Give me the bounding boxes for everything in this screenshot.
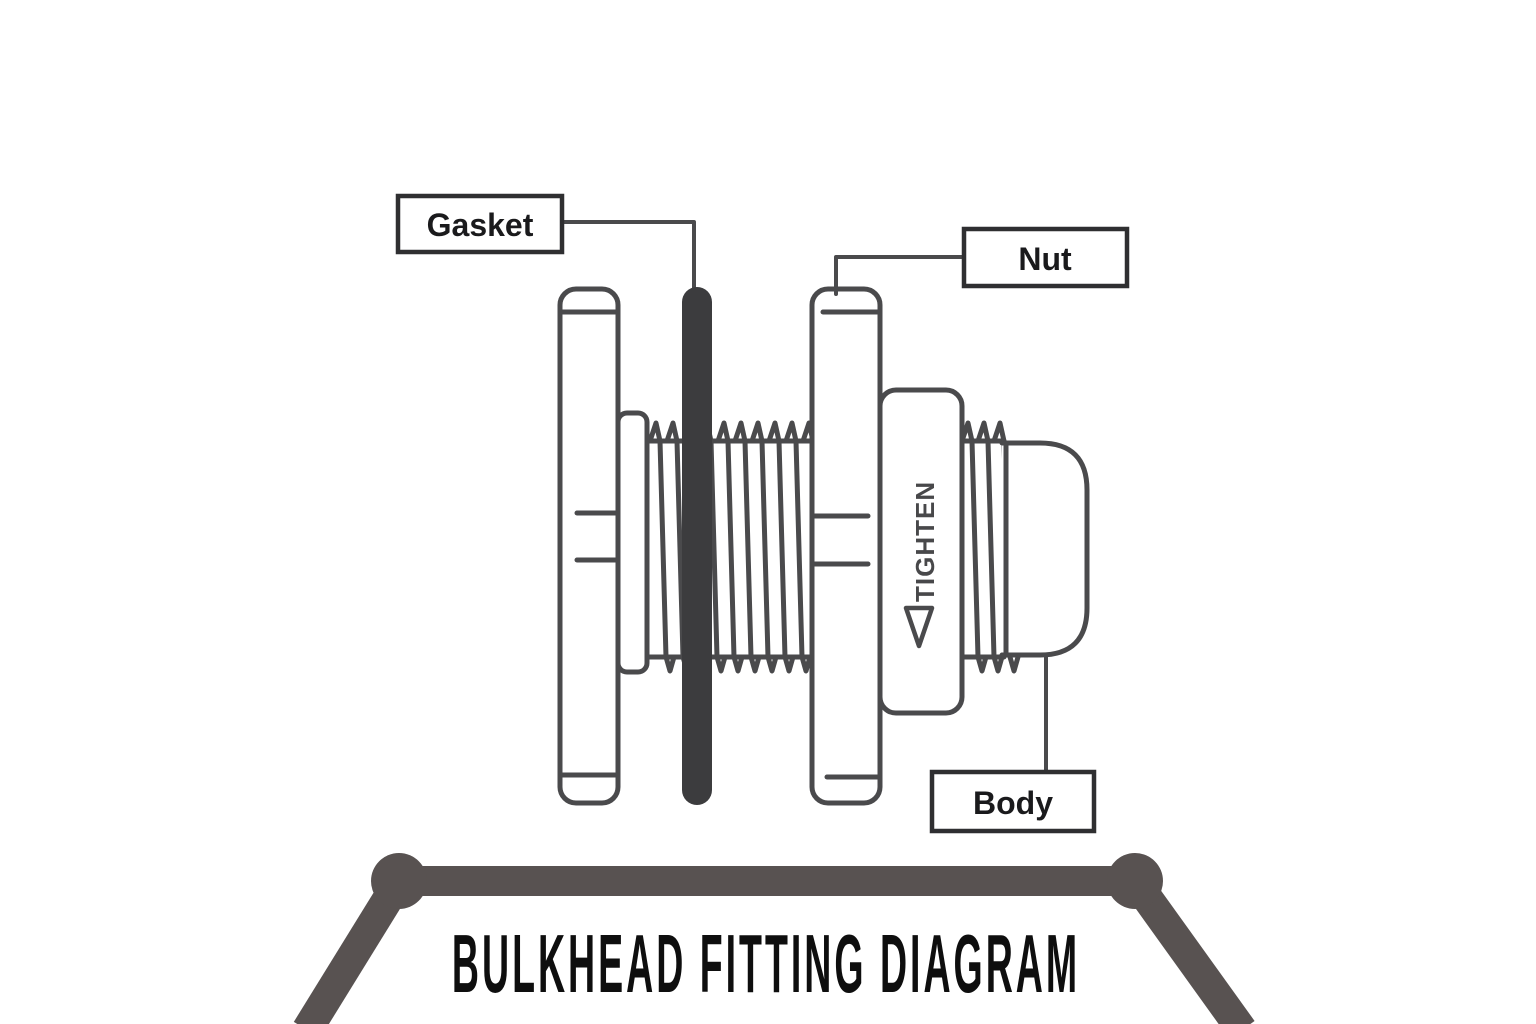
flange-outline [557, 286, 621, 806]
gasket-label: Gasket [427, 207, 534, 243]
nut-label-box [961, 226, 1130, 289]
threads-main [643, 420, 822, 674]
body-label: Body [973, 785, 1053, 821]
frame-left-leg [293, 872, 413, 1024]
frame-right-leg [1122, 871, 1255, 1024]
frame-left-joint [371, 853, 427, 909]
frame-bars [293, 866, 1255, 1024]
label-boxes [395, 193, 1130, 834]
frame-right-joint [1107, 853, 1163, 909]
end-cap-outline [999, 440, 1090, 658]
gasket-label-box [395, 193, 565, 255]
body-label-box [929, 769, 1097, 834]
tighten-arrow-icon [903, 605, 935, 649]
diagram-title: BULKHEAD FITTING DIAGRAM [452, 917, 1080, 1010]
nut-outline [809, 286, 883, 806]
frame-joints [371, 853, 1163, 909]
nut-label: Nut [1018, 241, 1072, 277]
tighten-text: TIGHTEN [910, 481, 940, 602]
gasket-bar [682, 287, 712, 805]
label-texts: Gasket Nut Body [427, 207, 1072, 821]
diagram-linework [557, 220, 1090, 806]
nut-leader-line [834, 255, 967, 296]
gasket-leader-line [560, 220, 696, 298]
shoulder-outline [615, 410, 650, 675]
